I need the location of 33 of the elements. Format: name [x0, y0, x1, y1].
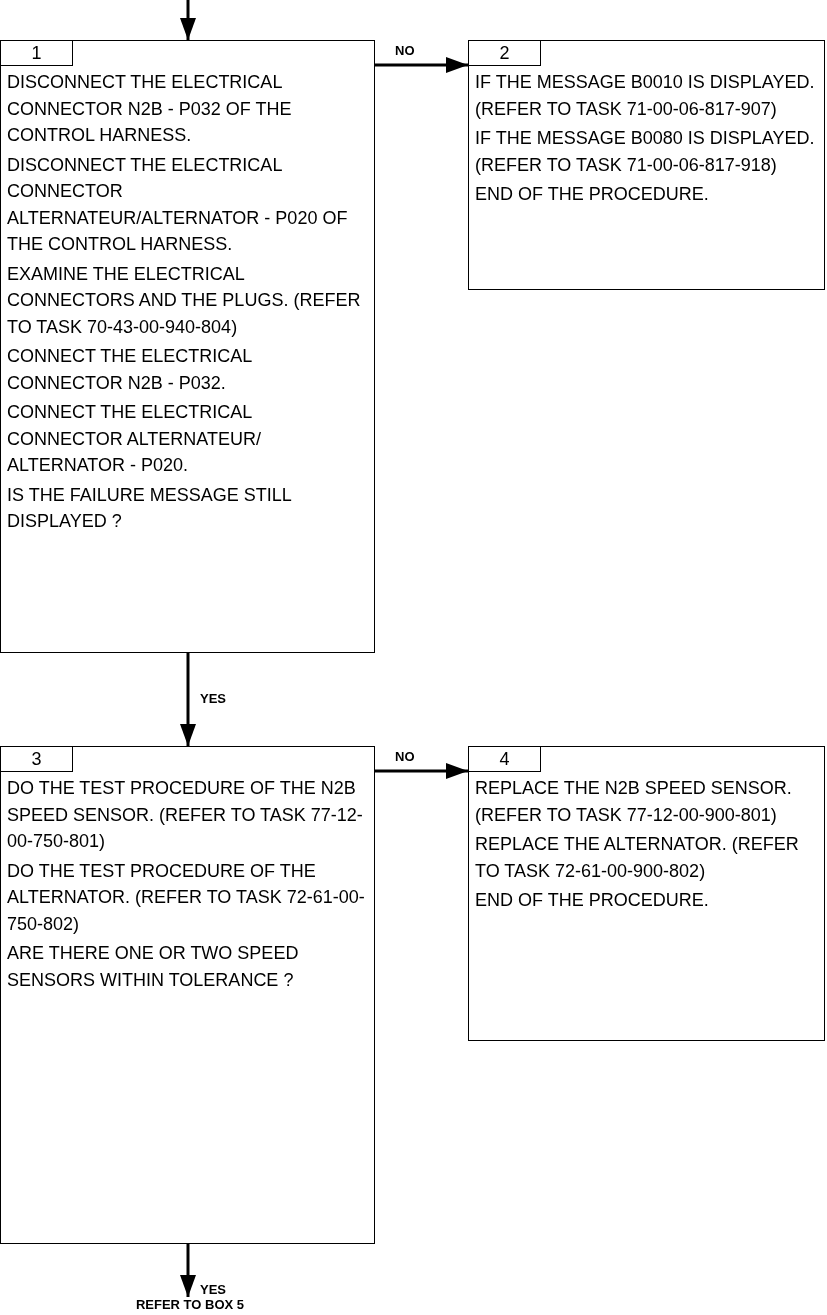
instruction-text: IF THE MESSAGE B0080 IS DISPLAYED. (REFER TO TASK 71-00-06-817-918) — [474, 127, 816, 177]
instruction-text: REPLACE THE ALTERNATOR. (REFER TO TASK 72-61-00-900-802) — [474, 833, 800, 883]
reference-text: REFER TO BOX 5 — [135, 1297, 245, 1312]
instruction-text: EXAMINE THE ELECTRICAL CONNECTORS AND THE PLUGS. (REFER TO TASK 70-43-00-940-804) — [6, 262, 362, 339]
step-box — [0, 40, 375, 653]
instruction-text: END OF THE PROCEDURE. — [474, 183, 710, 206]
edge-label: YES — [198, 1282, 228, 1297]
step-number: 1 — [1, 41, 73, 66]
step-box — [0, 746, 375, 1244]
step-number: 2 — [469, 41, 541, 66]
step-number: 4 — [469, 747, 541, 772]
step-number: 3 — [1, 747, 73, 772]
arrow — [180, 653, 196, 746]
step-box — [468, 746, 825, 1041]
edge-label: NO — [393, 43, 417, 58]
edge-label: YES — [198, 691, 228, 706]
edge-label: NO — [393, 749, 417, 764]
arrow — [180, 1244, 196, 1297]
arrow — [180, 0, 196, 40]
instruction-text: DO THE TEST PROCEDURE OF THE N2B SPEED SENSOR. (REFER TO TASK 77-12-00-750-801) — [6, 777, 364, 853]
instruction-text: DISCONNECT THE ELECTRICAL CONNECTOR N2B - P032 OF THE CONTROL HARNESS. — [6, 71, 293, 147]
instruction-text: DO THE TEST PROCEDURE OF THE ALTERNATOR. (REFER TO TASK 72-61-00-750-802) — [6, 859, 366, 936]
instruction-text: DISCONNECT THE ELECTRICAL CONNECTOR ALTERNATEUR/ALTERNATOR - P020 OF THE CONTROL HARNESS. — [6, 153, 349, 256]
instruction-text: ARE THERE ONE OR TWO SPEED SENSORS WITHIN TOLERANCE ? — [6, 942, 300, 992]
arrow — [375, 763, 468, 779]
instruction-text: CONNECT THE ELECTRICAL CONNECTOR N2B - P032. — [6, 345, 253, 395]
instruction-text: REPLACE THE N2B SPEED SENSOR. (REFER TO TASK 77-12-00-900-801) — [474, 777, 793, 827]
instruction-text: END OF THE PROCEDURE. — [474, 889, 710, 912]
instruction-text: IS THE FAILURE MESSAGE STILL DISPLAYED ? — [6, 483, 293, 533]
instruction-text: CONNECT THE ELECTRICAL CONNECTOR ALTERNATEUR/ ALTERNATOR - P020. — [6, 401, 263, 477]
instruction-text: IF THE MESSAGE B0010 IS DISPLAYED. (REFER TO TASK 71-00-06-817-907) — [474, 71, 816, 121]
step-box — [468, 40, 825, 290]
arrow — [375, 57, 468, 73]
